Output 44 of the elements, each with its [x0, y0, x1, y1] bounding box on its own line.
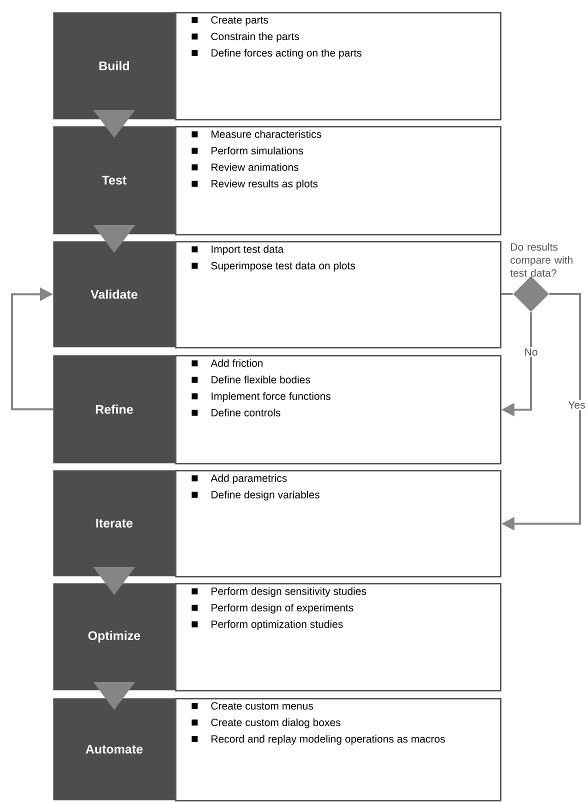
- stage-box: Refine: [53, 355, 176, 464]
- list-item: Perform optimization studies: [192, 620, 343, 630]
- down-chevron: [93, 110, 136, 138]
- stage-box: Test: [53, 126, 176, 234]
- list-item: Implement force functions: [192, 392, 331, 402]
- connector-line: [501, 293, 513, 295]
- task-box: [175, 355, 502, 464]
- edge-label: No: [522, 346, 540, 358]
- list-item: Perform design of experiments: [192, 604, 354, 614]
- stage-box: Build: [53, 12, 176, 120]
- loop-arrow: [11, 287, 53, 410]
- stage-box: Validate: [53, 241, 176, 348]
- task-box: [175, 241, 502, 348]
- list-item: Superimpose test data on plots: [192, 262, 356, 272]
- list-item: Review animations: [192, 163, 298, 171]
- stage-box: Iterate: [53, 470, 176, 576]
- down-chevron: [93, 224, 136, 253]
- list-item: Add parametrics: [192, 474, 287, 484]
- task-box: [175, 126, 502, 236]
- list-item: Add friction: [192, 359, 263, 367]
- stage-box: Optimize: [53, 583, 176, 690]
- list-item: Review results as plots: [192, 180, 318, 190]
- task-box: [175, 470, 502, 578]
- list-item: Record and replay modeling operations as macros: [192, 734, 445, 745]
- task-box: [175, 12, 502, 120]
- list-item: Perform design sensitivity studies: [192, 587, 366, 597]
- down-chevron: [93, 681, 136, 710]
- edge-label: Yes: [566, 400, 587, 410]
- list-item: Create custom menus: [192, 702, 313, 710]
- list-item: Import test data: [192, 245, 284, 255]
- list-item: Perform simulations: [192, 146, 304, 154]
- list-item: Create custom dialog boxes: [192, 718, 340, 728]
- list-item: Define design variables: [192, 490, 320, 500]
- list-item: Create parts: [192, 16, 268, 26]
- task-box: [175, 698, 502, 802]
- list-item: Constrain the parts: [192, 32, 299, 42]
- task-box: [175, 583, 502, 692]
- list-item: Define flexible bodies: [192, 376, 310, 384]
- node-label: Do results compare with test data?: [510, 242, 572, 277]
- stage-box: Automate: [53, 698, 176, 800]
- list-item: Define controls: [192, 408, 280, 416]
- list-item: Measure characteristics: [192, 130, 322, 138]
- down-chevron: [93, 566, 136, 595]
- list-item: Define forces acting on the parts: [192, 48, 362, 59]
